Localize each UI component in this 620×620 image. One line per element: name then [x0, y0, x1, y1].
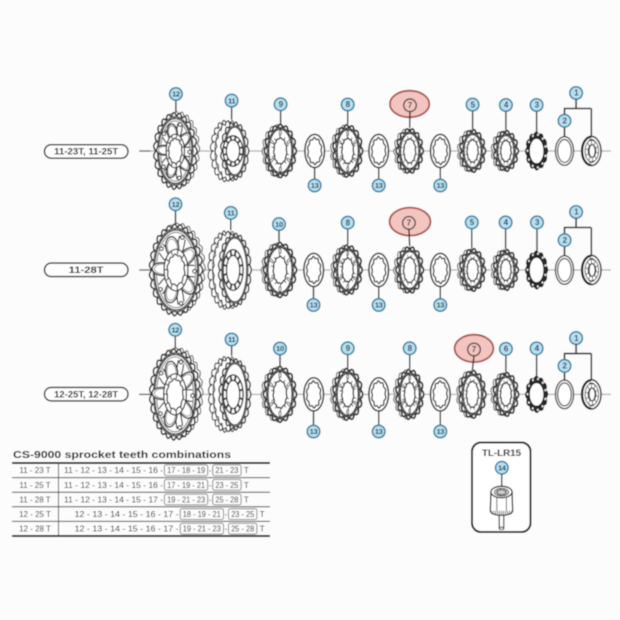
svg-text:12 - 13 - 14 - 15 - 16 - 17 -: 12 - 13 - 14 - 15 - 16 - 17 -	[75, 525, 179, 534]
svg-text:5: 5	[471, 100, 476, 109]
svg-text:19 - 21 - 23: 19 - 21 - 23	[167, 495, 206, 504]
svg-text:6: 6	[504, 345, 509, 354]
svg-text:1: 1	[574, 334, 579, 343]
svg-text:11 - 12 - 13 - 14 - 15 - 16 -: 11 - 12 - 13 - 14 - 15 - 16 -	[64, 481, 163, 490]
svg-text:11 - 23 T: 11 - 23 T	[19, 466, 50, 475]
svg-text:25 - 28: 25 - 28	[231, 525, 255, 534]
svg-text:8: 8	[346, 100, 351, 109]
svg-text:T: T	[244, 481, 249, 490]
svg-text:-: -	[225, 525, 228, 534]
svg-text:23 - 25: 23 - 25	[215, 481, 239, 490]
svg-text:8: 8	[408, 344, 413, 353]
svg-text:1: 1	[574, 208, 579, 217]
svg-text:-: -	[225, 510, 228, 519]
svg-text:11 - 28 T: 11 - 28 T	[19, 495, 50, 504]
svg-text:-: -	[209, 495, 212, 504]
svg-text:5: 5	[470, 218, 475, 227]
svg-text:12-25T, 12-28T: 12-25T, 12-28T	[54, 389, 119, 399]
svg-text:4: 4	[504, 101, 509, 110]
svg-text:7: 7	[472, 345, 477, 354]
svg-text:12: 12	[171, 326, 179, 335]
svg-text:19 - 21 - 23: 19 - 21 - 23	[183, 525, 222, 534]
svg-text:17 - 18 - 19: 17 - 18 - 19	[167, 466, 206, 475]
svg-text:17 - 19 - 21: 17 - 19 - 21	[167, 481, 206, 490]
svg-text:25 - 28: 25 - 28	[215, 495, 239, 504]
svg-text:TL-LR15: TL-LR15	[482, 448, 522, 459]
svg-text:13: 13	[436, 181, 444, 190]
svg-text:7: 7	[408, 101, 413, 110]
svg-text:3: 3	[535, 218, 540, 227]
svg-text:12: 12	[172, 200, 180, 209]
svg-text:18 - 19 - 21: 18 - 19 - 21	[183, 510, 222, 519]
svg-text:11-23T, 11-25T: 11-23T, 11-25T	[54, 147, 119, 157]
svg-text:11-28T: 11-28T	[69, 265, 105, 275]
svg-text:13: 13	[375, 427, 383, 436]
svg-text:T: T	[260, 525, 265, 534]
svg-text:13: 13	[436, 427, 444, 436]
svg-text:7: 7	[407, 219, 412, 228]
svg-text:-: -	[209, 466, 212, 475]
svg-text:13: 13	[436, 301, 444, 310]
svg-text:-: -	[209, 481, 212, 490]
svg-text:CS-9000 sprocket teeth combina: CS-9000 sprocket teeth combinations	[13, 450, 232, 461]
svg-text:10: 10	[275, 220, 283, 229]
svg-text:13: 13	[310, 301, 318, 310]
svg-text:4: 4	[504, 218, 509, 227]
svg-text:1: 1	[574, 89, 579, 98]
svg-text:11: 11	[228, 335, 236, 344]
svg-text:12 - 13 - 14 - 15 - 16 - 17 -: 12 - 13 - 14 - 15 - 16 - 17 -	[75, 510, 179, 519]
svg-text:T: T	[244, 495, 249, 504]
svg-text:4: 4	[535, 344, 540, 353]
svg-text:12: 12	[172, 90, 180, 99]
svg-text:9: 9	[279, 100, 284, 109]
svg-text:13: 13	[375, 181, 383, 190]
svg-text:11: 11	[228, 96, 236, 105]
svg-text:13: 13	[311, 181, 319, 190]
svg-text:9: 9	[346, 344, 351, 353]
svg-text:13: 13	[375, 301, 383, 310]
svg-text:23 - 25: 23 - 25	[231, 510, 255, 519]
svg-text:21 - 23: 21 - 23	[215, 466, 239, 475]
svg-text:14: 14	[498, 464, 507, 473]
svg-text:11 - 12 - 13 - 14 - 15 - 16 -: 11 - 12 - 13 - 14 - 15 - 16 -	[64, 466, 163, 475]
svg-text:2: 2	[562, 362, 567, 371]
svg-text:8: 8	[346, 218, 351, 227]
svg-text:11 - 12 - 13 - 14 - 15 - 17 -: 11 - 12 - 13 - 14 - 15 - 17 -	[64, 495, 163, 504]
svg-text:10: 10	[276, 344, 284, 353]
svg-text:12 - 25 T: 12 - 25 T	[19, 510, 51, 519]
svg-text:T: T	[260, 510, 265, 519]
svg-text:13: 13	[310, 427, 318, 436]
svg-text:11 - 25 T: 11 - 25 T	[19, 481, 50, 490]
svg-text:3: 3	[535, 101, 540, 110]
svg-text:11: 11	[227, 209, 235, 218]
svg-text:12 - 28 T: 12 - 28 T	[19, 525, 51, 534]
svg-text:2: 2	[563, 236, 568, 245]
svg-text:T: T	[244, 466, 249, 475]
svg-text:2: 2	[562, 117, 567, 126]
